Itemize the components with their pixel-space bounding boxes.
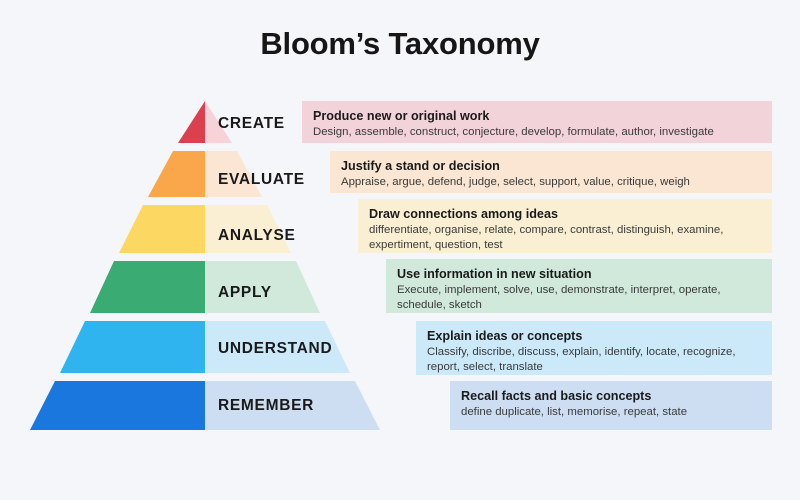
info-box-apply-heading: Use information in new situation — [397, 267, 592, 281]
info-box-apply[interactable]: Use information in new situation Execute… — [386, 259, 772, 313]
info-box-analyse-verbs-line-1: differentiate, organise, relate, compare… — [369, 224, 724, 237]
pyramid-label-create: CREATE — [218, 115, 285, 132]
info-box-evaluate-heading: Justify a stand or decision — [341, 159, 500, 173]
info-box-apply-verbs-line-2: schedule, sketch — [397, 299, 482, 312]
pyramid-tier-apply-right — [205, 261, 320, 313]
pyramid-tier-apply[interactable] — [90, 261, 320, 313]
pyramid-tier-remember-left — [30, 381, 205, 430]
pyramid-tier-analyse-right — [205, 205, 291, 253]
pyramid-tier-remember-right — [205, 381, 380, 430]
pyramid-label-analyse: ANALYSE — [218, 227, 296, 244]
pyramid-tier-evaluate-right — [205, 151, 262, 197]
pyramid-label-apply: APPLY — [218, 284, 272, 301]
page-title: Bloom’s Taxonomy — [260, 26, 540, 61]
info-box-create[interactable]: Produce new or original work Design, ass… — [302, 101, 772, 143]
pyramid-tier-analyse-left — [119, 205, 205, 253]
info-box-evaluate-verbs: Appraise, argue, defend, judge, select, … — [341, 176, 690, 189]
pyramid-tier-create-right — [205, 101, 232, 143]
pyramid-tier-evaluate-left — [148, 151, 205, 197]
info-box-remember-verbs: define duplicate, list, memorise, repeat… — [461, 406, 688, 419]
info-box-understand-heading: Explain ideas or concepts — [427, 329, 583, 343]
pyramid-tier-apply-left — [90, 261, 205, 313]
info-box-create-verbs: Design, assemble, construct, conjecture,… — [313, 126, 714, 139]
pyramid-tier-create[interactable] — [178, 101, 232, 143]
info-box-understand-verbs-line-2: report, select, translate — [427, 361, 543, 374]
pyramid-label-remember: REMEMBER — [218, 397, 315, 414]
info-box-analyse-verbs-line-2: expertiment, question, test — [369, 239, 503, 252]
info-box-understand-verbs-line-1: Classify, discribe, discuss, explain, id… — [427, 346, 736, 359]
info-box-analyse[interactable]: Draw connections among ideas differentia… — [358, 199, 772, 253]
pyramid-tier-evaluate[interactable] — [148, 151, 262, 197]
info-box-evaluate[interactable]: Justify a stand or decision Appraise, ar… — [330, 151, 772, 193]
pyramid-tier-understand-left — [60, 321, 205, 373]
info-box-create-heading: Produce new or original work — [313, 109, 490, 123]
info-box-analyse-heading: Draw connections among ideas — [369, 207, 558, 221]
pyramid-tier-understand[interactable] — [60, 321, 350, 373]
pyramid-tier-analyse[interactable] — [119, 205, 291, 253]
info-box-remember-heading: Recall facts and basic concepts — [461, 389, 652, 403]
info-box-understand[interactable]: Explain ideas or concepts Classify, disc… — [416, 321, 772, 375]
info-box-apply-verbs-line-1: Execute, implement, solve, use, demonstr… — [397, 284, 721, 297]
pyramid-label-evaluate: EVALUATE — [218, 171, 305, 188]
pyramid-label-understand: UNDERSTAND — [218, 340, 333, 357]
pyramid-tier-remember[interactable] — [30, 381, 380, 430]
pyramid-tier-create-left — [178, 101, 205, 143]
info-box-remember[interactable]: Recall facts and basic concepts define d… — [450, 381, 772, 430]
pyramid-tier-understand-right — [205, 321, 350, 373]
